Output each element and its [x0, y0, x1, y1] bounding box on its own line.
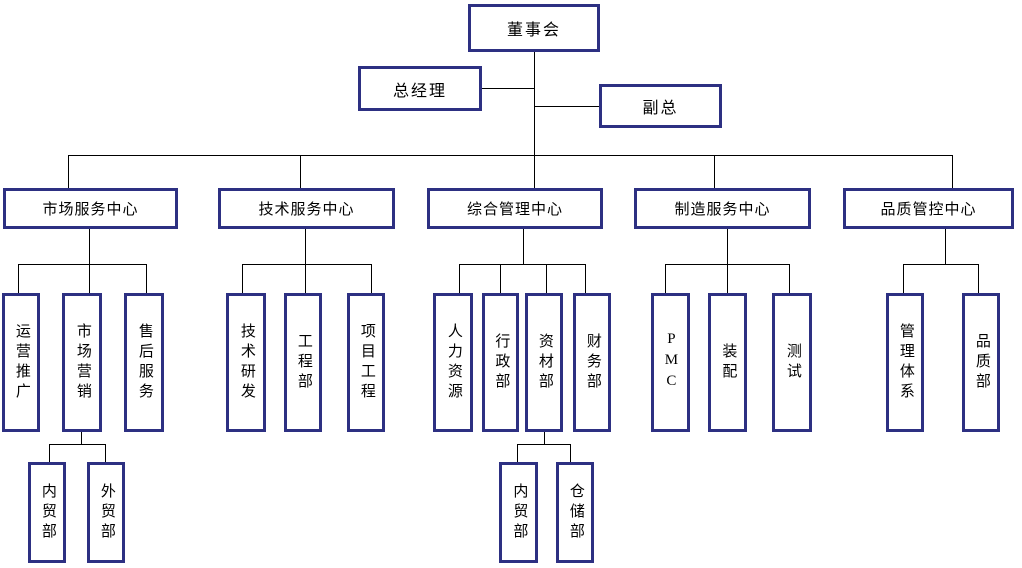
node-subdept-domestic-trade-marketing-label: 内贸部 — [39, 482, 56, 543]
node-subdept-domestic-trade-marketing: 内贸部 — [28, 462, 66, 563]
node-dept-pmc-label: PMC — [663, 331, 680, 394]
node-subdept-foreign-trade-label: 外贸部 — [98, 482, 115, 543]
node-dept-pmc: PMC — [651, 293, 690, 432]
node-general-manager: 总经理 — [358, 66, 482, 111]
node-general-management-center: 综合管理中心 — [427, 188, 603, 229]
node-dept-marketing: 市场营销 — [62, 293, 102, 432]
node-technical-service-center: 技术服务中心 — [218, 188, 395, 229]
node-dept-technical-rd: 技术研发 — [226, 293, 266, 432]
node-dept-marketing-label: 市场营销 — [74, 322, 91, 403]
node-dept-assembly-label: 装配 — [720, 342, 737, 383]
node-dept-operations-promotion: 运营推广 — [2, 293, 40, 432]
node-general-management-center-label: 综合管理中心 — [466, 202, 563, 218]
node-dept-human-resources-label: 人力资源 — [445, 322, 462, 403]
node-quality-control-center-label: 品质管控中心 — [880, 202, 977, 218]
node-dept-materials: 资材部 — [525, 293, 563, 432]
node-market-service-center-label: 市场服务中心 — [42, 202, 139, 218]
node-dept-human-resources: 人力资源 — [433, 293, 473, 432]
node-subdept-domestic-trade-materials-label: 内贸部 — [511, 482, 528, 543]
node-dept-project-engineering: 项目工程 — [347, 293, 385, 432]
node-board-of-directors: 董事会 — [468, 4, 600, 52]
node-subdept-warehouse-label: 仓储部 — [567, 482, 584, 543]
node-manufacturing-service-center-label: 制造服务中心 — [674, 202, 771, 218]
node-dept-finance: 财务部 — [573, 293, 611, 432]
node-dept-after-sales-service: 售后服务 — [124, 293, 164, 432]
node-manufacturing-service-center: 制造服务中心 — [634, 188, 811, 229]
node-quality-control-center: 品质管控中心 — [843, 188, 1014, 229]
node-general-manager-label: 总经理 — [392, 82, 447, 100]
node-dept-management-system-label: 管理体系 — [897, 322, 914, 403]
node-dept-quality-label: 品质部 — [973, 332, 990, 393]
node-dept-project-engineering-label: 项目工程 — [358, 322, 375, 403]
node-dept-management-system: 管理体系 — [886, 293, 924, 432]
node-subdept-foreign-trade: 外贸部 — [87, 462, 125, 563]
node-dept-testing: 测试 — [772, 293, 812, 432]
node-dept-technical-rd-label: 技术研发 — [238, 322, 255, 403]
node-dept-materials-label: 资材部 — [536, 332, 553, 393]
node-market-service-center: 市场服务中心 — [3, 188, 178, 229]
node-dept-finance-label: 财务部 — [584, 332, 601, 393]
node-technical-service-center-label: 技术服务中心 — [258, 202, 355, 218]
node-dept-administration-label: 行政部 — [493, 332, 510, 393]
node-subdept-warehouse: 仓储部 — [556, 462, 594, 563]
node-subdept-domestic-trade-materials: 内贸部 — [499, 462, 538, 563]
node-dept-administration: 行政部 — [482, 293, 519, 432]
node-dept-operations-promotion-label: 运营推广 — [13, 322, 30, 403]
node-dept-quality: 品质部 — [962, 293, 1000, 432]
node-deputy-general-manager-label: 副总 — [642, 100, 679, 117]
node-dept-testing-label: 测试 — [784, 342, 801, 383]
node-dept-after-sales-service-label: 售后服务 — [136, 322, 153, 403]
node-board-of-directors-label: 董事会 — [506, 22, 561, 39]
node-deputy-general-manager: 副总 — [599, 84, 722, 128]
node-dept-assembly: 装配 — [708, 293, 747, 432]
node-dept-engineering-label: 工程部 — [295, 332, 312, 393]
node-dept-engineering: 工程部 — [284, 293, 322, 432]
